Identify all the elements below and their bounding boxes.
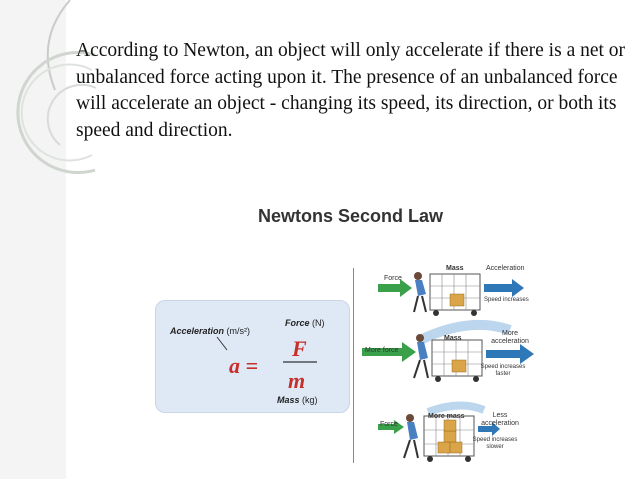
- figure-divider: [353, 268, 354, 463]
- decorative-arcs: [16, 0, 97, 174]
- panel-1-illustration: [378, 272, 524, 316]
- slide-sidebar: [0, 0, 66, 479]
- panel-1-note: Speed increases: [484, 297, 529, 303]
- equation-denominator: m: [288, 368, 306, 393]
- panel-2-illustration: [362, 319, 534, 382]
- panel-3-force-label: Force: [380, 421, 398, 428]
- equation-lhs: a =: [229, 353, 259, 378]
- panel-1-mass-label: Mass: [446, 265, 464, 272]
- equation-lines: [216, 336, 317, 363]
- panel-2-force-label: More force: [365, 347, 399, 354]
- panel-3-illustration: [378, 401, 500, 462]
- body-paragraph: According to Newton, an object will only…: [76, 40, 626, 141]
- equation-numerator: F: [292, 336, 307, 361]
- equation-box: [155, 300, 350, 413]
- panel-1-result-label: Acceleration: [486, 265, 525, 272]
- panel-1-force-label: Force: [384, 275, 402, 282]
- force-label: Force (N): [285, 318, 325, 328]
- panel-2-mass-label: Mass: [444, 335, 462, 342]
- mass-label: Mass (kg): [277, 395, 318, 405]
- figure-title: Newtons Second Law: [258, 206, 444, 226]
- panel-3-mass-label: More mass: [428, 413, 465, 420]
- acceleration-label: Acceleration (m/s²): [170, 326, 251, 336]
